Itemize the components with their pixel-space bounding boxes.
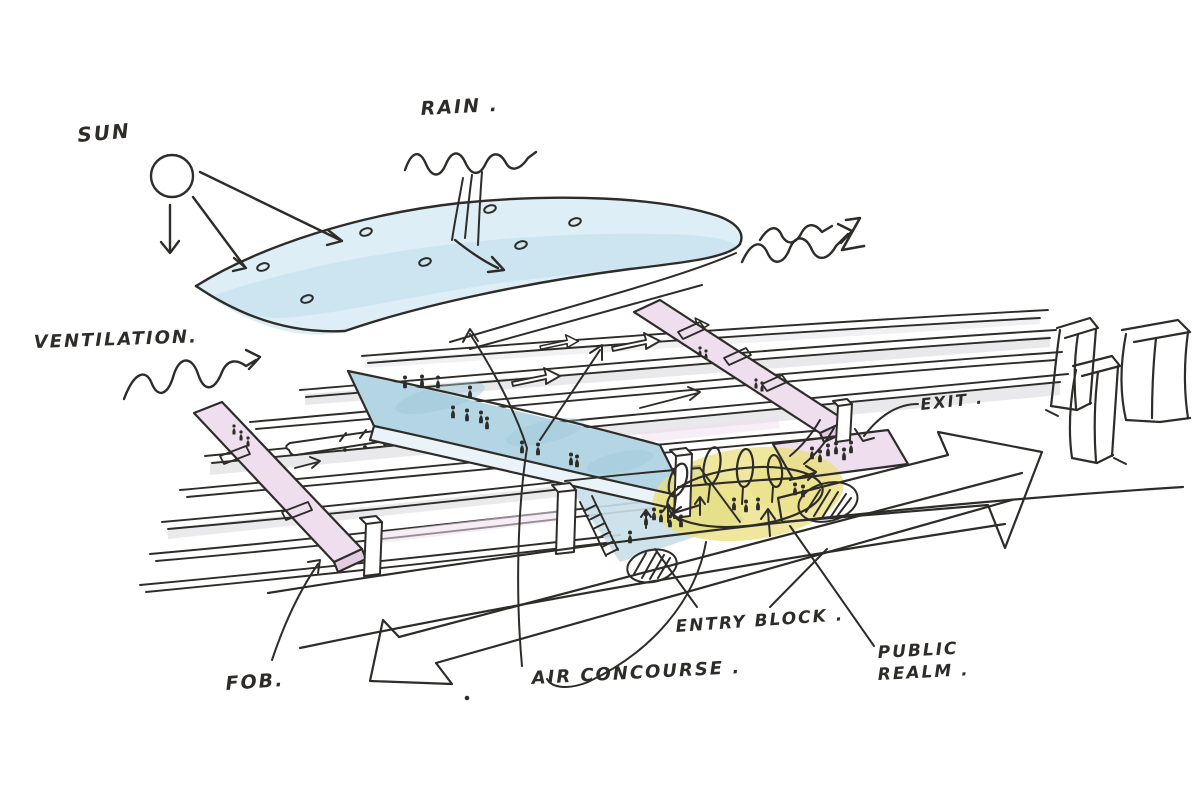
- label-fob: FOB.: [225, 669, 285, 695]
- deck-up-arrow: [539, 349, 601, 441]
- bush-hatched: [626, 481, 859, 584]
- road-edges: [266, 485, 1185, 688]
- rain-symbol: [403, 150, 538, 274]
- road-flow-arrow: [368, 471, 1024, 686]
- ventilation-arrow: [122, 348, 262, 401]
- entry-block-leader-left: [654, 548, 698, 608]
- air-concourse-leader: [469, 333, 528, 667]
- fob-leader: [271, 563, 319, 661]
- ventilation-arrow-right: [740, 216, 866, 264]
- label-exit: EXIT .: [919, 388, 984, 414]
- leader-lines: [271, 328, 919, 667]
- city-buildings: [1045, 316, 1192, 465]
- label-sun: SUN: [76, 118, 131, 147]
- label-air-concourse: AIR CONCOURSE .: [529, 657, 741, 689]
- public-realm-leader: [789, 525, 875, 647]
- label-public-realm-line2: REALM .: [877, 660, 970, 685]
- stairs: [579, 495, 619, 557]
- label-entry-block: ENTRY BLOCK .: [675, 605, 845, 637]
- canopy-roof: [194, 196, 743, 350]
- sun-icon: [149, 153, 344, 273]
- public-realm-up-arrow: [767, 511, 771, 537]
- exit-leader: [863, 403, 919, 437]
- entry-block-leader-right: [769, 548, 828, 608]
- label-public-realm-line1: PUBLIC: [877, 639, 959, 663]
- label-rain: RAIN .: [420, 94, 499, 120]
- stray-dot: [464, 695, 470, 701]
- ink-lines: [122, 150, 1192, 701]
- exit-flow-arrow: [776, 430, 1044, 550]
- label-ventilation: VENTILATION.: [33, 326, 198, 353]
